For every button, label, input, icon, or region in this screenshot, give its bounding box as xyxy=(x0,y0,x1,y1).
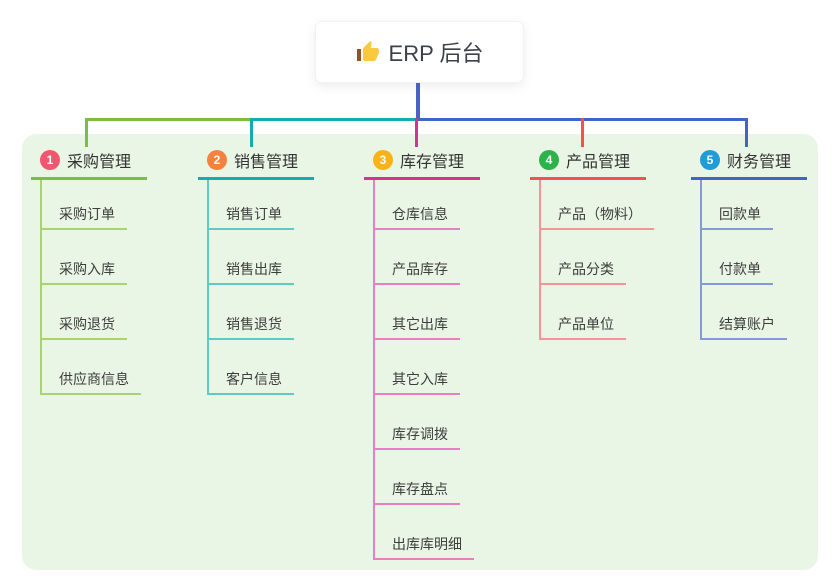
thumbs-up-icon xyxy=(356,40,380,64)
child-node-label[interactable]: 采购入库 xyxy=(42,261,127,285)
child-node-label[interactable]: 销售订单 xyxy=(209,206,294,230)
child-node-label[interactable]: 销售退货 xyxy=(209,316,294,340)
branch-column-5: 5 财务管理 回款单付款单结算账户 xyxy=(691,146,839,340)
branch-number-badge: 3 xyxy=(373,149,393,170)
child-node: 采购订单 xyxy=(42,180,181,230)
branch-node[interactable]: 5 财务管理 xyxy=(691,146,839,173)
child-node-label[interactable]: 产品单位 xyxy=(541,316,626,340)
branch-underline xyxy=(530,177,646,180)
child-node: 产品分类 xyxy=(541,230,680,285)
branch-title: 采购管理 xyxy=(67,153,132,171)
child-node-label[interactable]: 结算账户 xyxy=(702,316,787,340)
child-node-label[interactable]: 采购订单 xyxy=(42,206,127,230)
branch-number-badge: 2 xyxy=(207,149,227,170)
child-node-label[interactable]: 产品库存 xyxy=(375,261,460,285)
child-node: 销售出库 xyxy=(209,230,348,285)
branch-4-drop-line xyxy=(581,118,584,147)
child-node-label[interactable]: 出库库明细 xyxy=(375,536,474,560)
branch-title: 销售管理 xyxy=(234,153,299,171)
branch-column-2: 2 销售管理 销售订单销售出库销售退货客户信息 xyxy=(198,146,348,395)
branch-3-drop-line xyxy=(415,118,418,147)
child-node-label[interactable]: 付款单 xyxy=(702,261,773,285)
branch-2-drop-line xyxy=(250,118,253,147)
branch-underline xyxy=(198,177,314,180)
child-node: 出库库明细 xyxy=(375,505,514,560)
child-node-label[interactable]: 库存盘点 xyxy=(375,481,460,505)
child-node: 结算账户 xyxy=(702,285,839,340)
child-node: 客户信息 xyxy=(209,340,348,395)
branch-1-drop-line xyxy=(85,118,88,147)
child-node-label[interactable]: 供应商信息 xyxy=(42,371,141,395)
branch-column-1: 1 采购管理 采购订单采购入库采购退货供应商信息 xyxy=(31,146,181,395)
child-node-label[interactable]: 回款单 xyxy=(702,206,773,230)
branch-children: 销售订单销售出库销售退货客户信息 xyxy=(207,180,348,395)
child-node-label[interactable]: 产品（物料） xyxy=(541,206,654,230)
branch-children: 回款单付款单结算账户 xyxy=(700,180,839,340)
branch-2-horizontal-line xyxy=(252,118,418,121)
branch-children: 产品（物料） 产品分类产品单位 xyxy=(539,180,680,340)
child-node: 产品（物料） xyxy=(541,180,680,230)
child-node: 库存调拨 xyxy=(375,395,514,450)
branch-number-badge: 1 xyxy=(40,149,60,170)
branch-column-3: 3 库存管理 仓库信息产品库存其它出库其它入库库存调拨库存盘点出库库明细 xyxy=(364,146,514,560)
child-node: 回款单 xyxy=(702,180,839,230)
branch-number-badge: 4 xyxy=(539,149,559,170)
child-node: 采购入库 xyxy=(42,230,181,285)
branch-1-horizontal-line xyxy=(86,118,253,121)
child-node: 供应商信息 xyxy=(42,340,181,395)
branch-title: 财务管理 xyxy=(727,153,792,171)
child-node: 采购退货 xyxy=(42,285,181,340)
root-node-erp[interactable]: ERP 后台 xyxy=(315,21,524,83)
mindmap-panel xyxy=(22,134,818,570)
branch-node[interactable]: 4 产品管理 xyxy=(530,146,680,173)
child-node: 销售订单 xyxy=(209,180,348,230)
branch-underline xyxy=(691,177,807,180)
branch-underline xyxy=(364,177,480,180)
child-node: 产品库存 xyxy=(375,230,514,285)
child-node: 产品单位 xyxy=(541,285,680,340)
child-node-label[interactable]: 库存调拨 xyxy=(375,426,460,450)
branch-number-badge: 5 xyxy=(700,149,720,170)
root-node-title: ERP 后台 xyxy=(388,41,484,66)
branch-node[interactable]: 1 采购管理 xyxy=(31,146,181,173)
branch-5-drop-line xyxy=(745,118,748,147)
child-node-label[interactable]: 其它出库 xyxy=(375,316,460,340)
root-connector-line xyxy=(416,83,420,121)
branch-title: 库存管理 xyxy=(400,153,465,171)
branch-title: 产品管理 xyxy=(566,153,631,171)
child-node: 其它入库 xyxy=(375,340,514,395)
branch-column-4: 4 产品管理 产品（物料） 产品分类产品单位 xyxy=(530,146,680,340)
branch-node[interactable]: 2 销售管理 xyxy=(198,146,348,173)
child-node-label[interactable]: 产品分类 xyxy=(541,261,626,285)
child-node-label[interactable]: 客户信息 xyxy=(209,371,294,395)
child-node: 库存盘点 xyxy=(375,450,514,505)
branch-children: 采购订单采购入库采购退货供应商信息 xyxy=(40,180,181,395)
branch-children: 仓库信息产品库存其它出库其它入库库存调拨库存盘点出库库明细 xyxy=(373,180,514,560)
child-node-label[interactable]: 采购退货 xyxy=(42,316,127,340)
child-node-label[interactable]: 其它入库 xyxy=(375,371,460,395)
child-node: 付款单 xyxy=(702,230,839,285)
child-node-label[interactable]: 仓库信息 xyxy=(375,206,460,230)
branch-node[interactable]: 3 库存管理 xyxy=(364,146,514,173)
child-node: 其它出库 xyxy=(375,285,514,340)
child-node: 仓库信息 xyxy=(375,180,514,230)
branch-underline xyxy=(31,177,147,180)
child-node: 销售退货 xyxy=(209,285,348,340)
child-node-label[interactable]: 销售出库 xyxy=(209,261,294,285)
